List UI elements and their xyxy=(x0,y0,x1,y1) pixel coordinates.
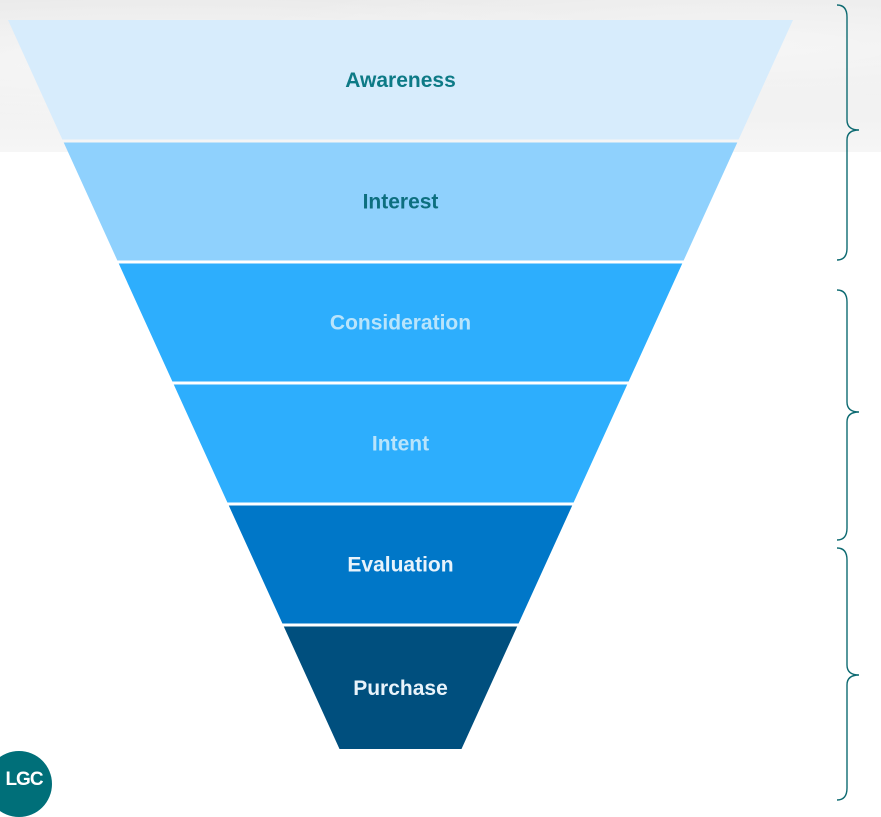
funnel-stage-label: Interest xyxy=(363,191,439,214)
funnel-stage-intent xyxy=(173,384,628,503)
stage-group-brace-3 xyxy=(836,547,860,801)
logo-text: LGC xyxy=(5,769,43,790)
funnel-stage-label: Consideration xyxy=(330,312,471,335)
funnel-stage-interest xyxy=(63,142,738,261)
funnel-stage-purchase xyxy=(283,626,518,749)
funnel-stage-label: Intent xyxy=(372,433,429,456)
stage-group-brace-2 xyxy=(836,289,860,541)
funnel-stage-consideration xyxy=(118,263,683,382)
funnel-stage-evaluation xyxy=(228,505,573,624)
funnel-stage-awareness xyxy=(8,20,793,140)
stage-group-brace-1 xyxy=(836,4,860,261)
funnel-stage-label: Evaluation xyxy=(347,554,453,577)
funnel-stage-label: Awareness xyxy=(345,69,456,92)
funnel-stage-label: Purchase xyxy=(353,677,448,700)
lgc-logo: LGC xyxy=(0,751,52,817)
